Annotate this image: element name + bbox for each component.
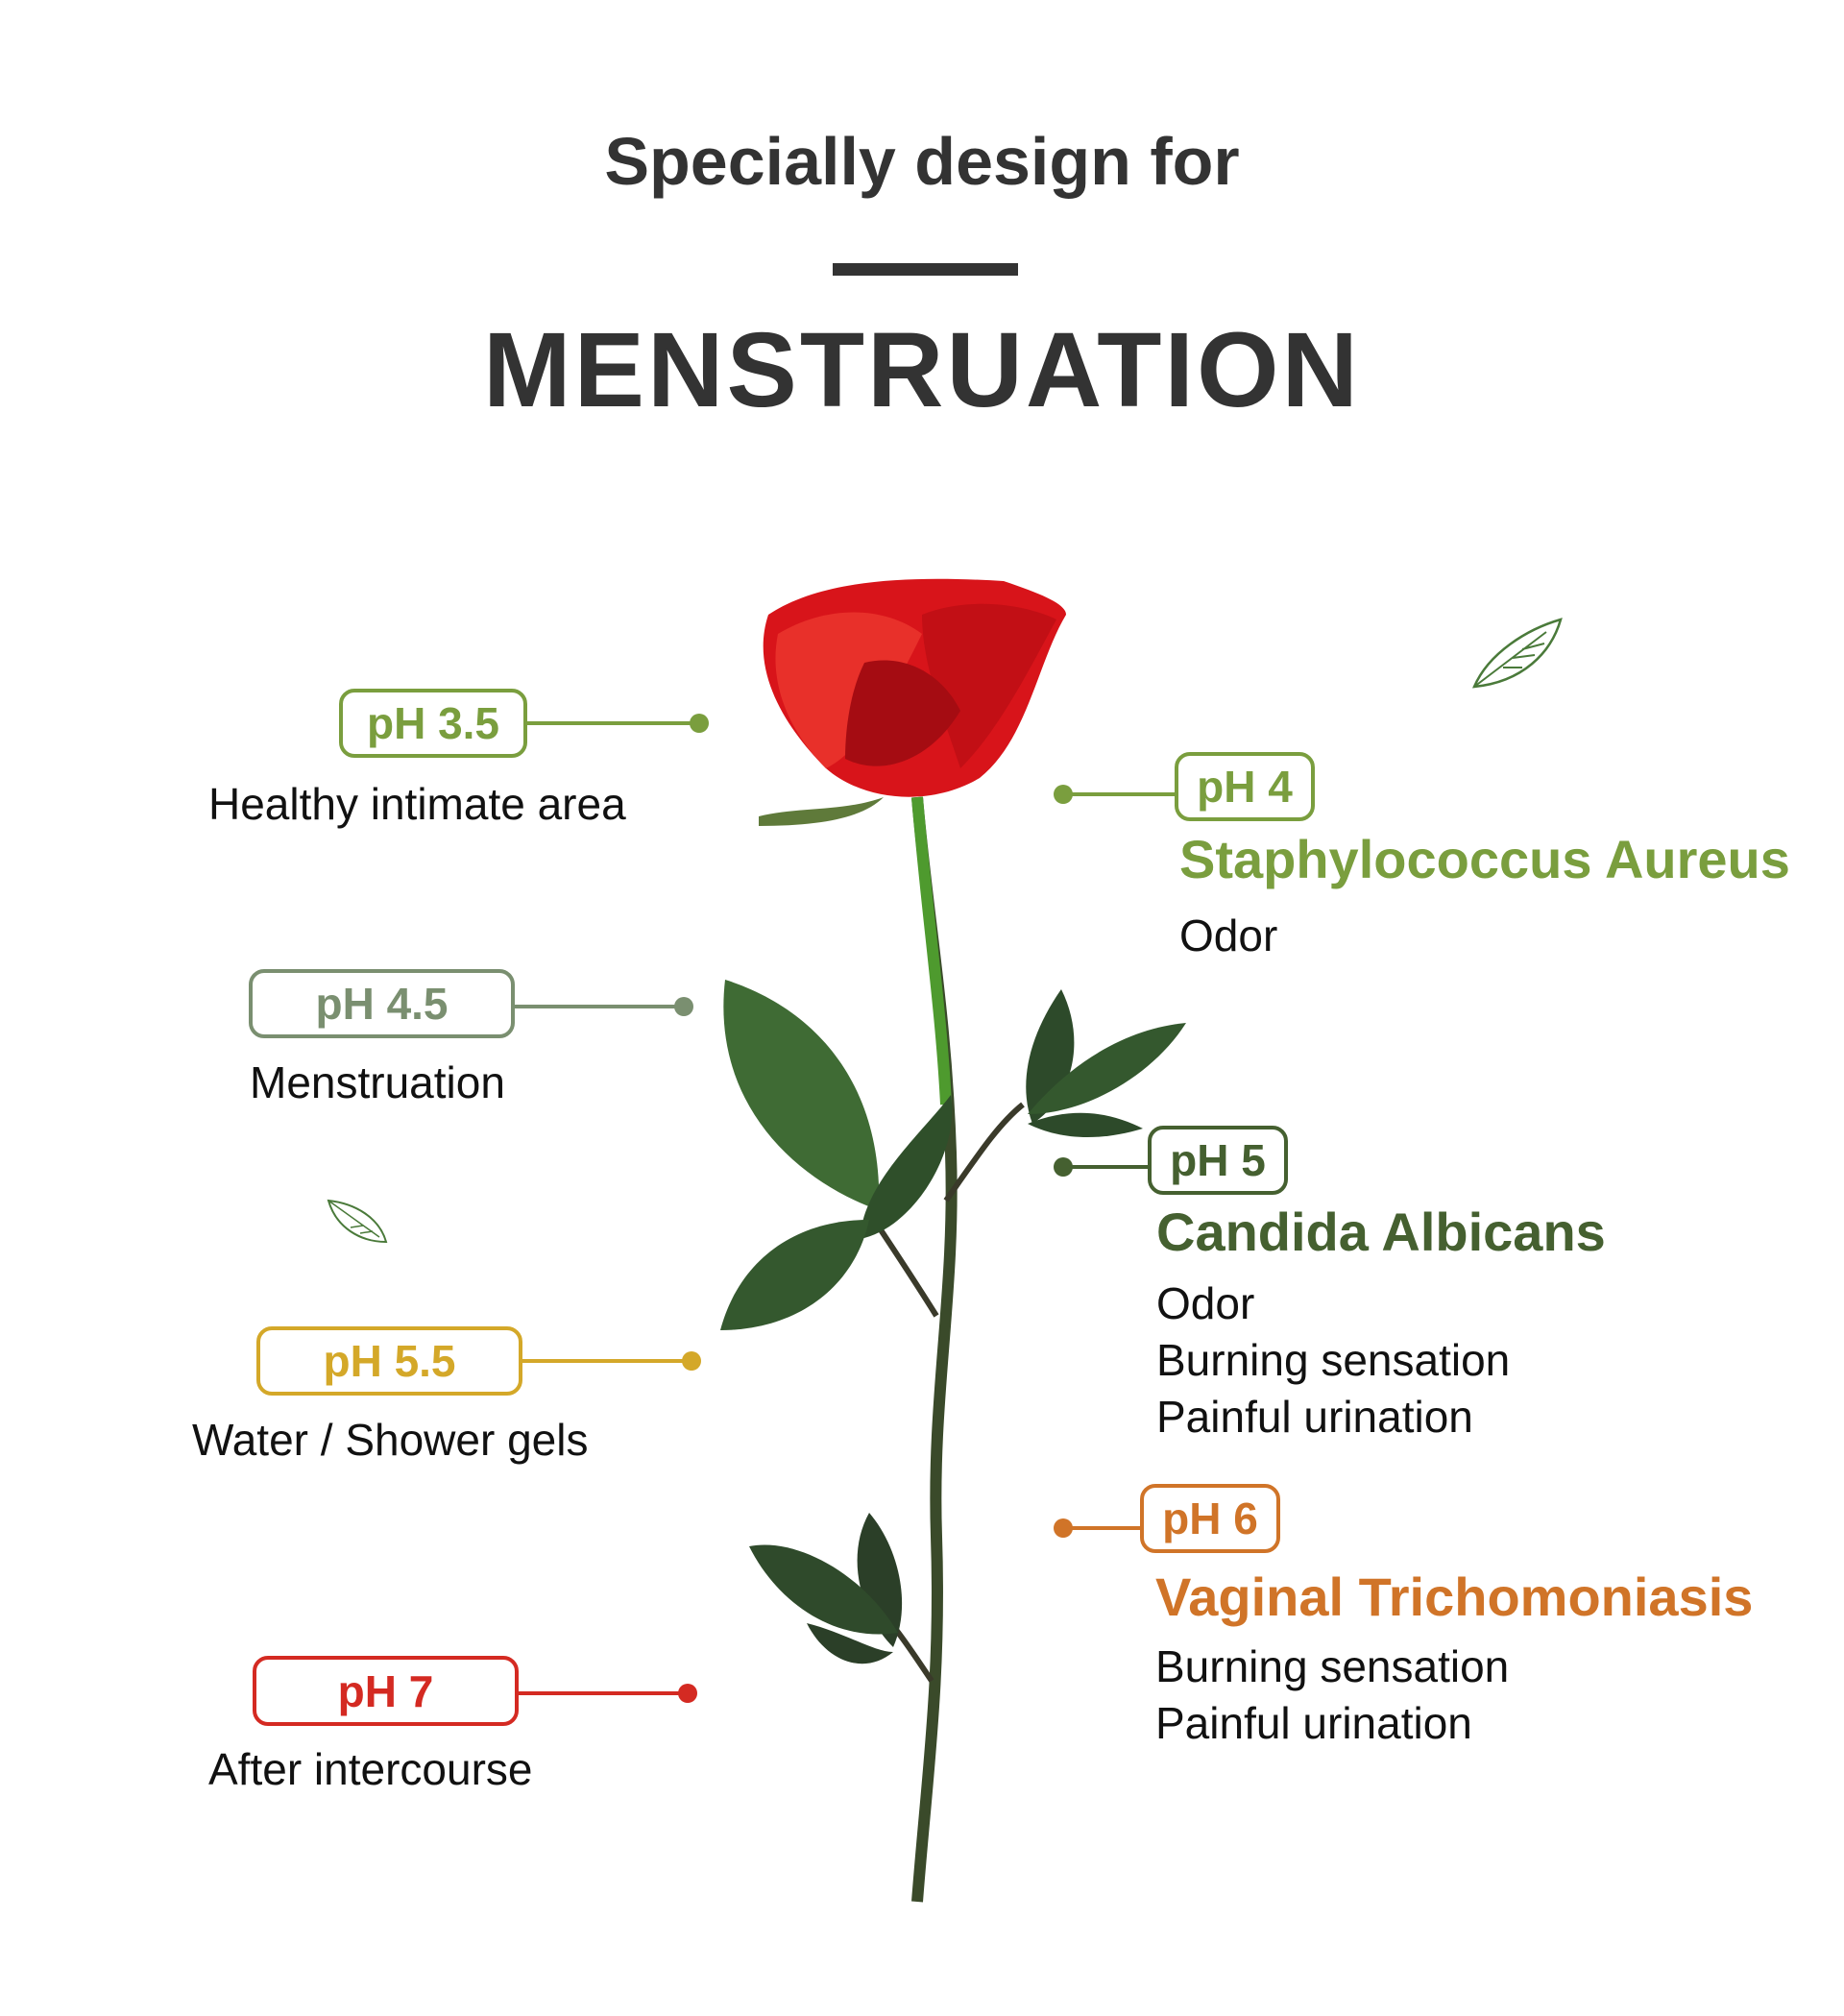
connector-dot: [678, 1684, 697, 1703]
connector-line: [1063, 792, 1175, 796]
connector-dot: [674, 997, 693, 1016]
rose-bloom: [759, 578, 1066, 826]
ph-description: After intercourse: [208, 1744, 533, 1794]
connector-line: [522, 1359, 692, 1363]
ph-badge: pH 4.5: [249, 969, 515, 1038]
connector-line: [1063, 1526, 1140, 1530]
leaf-icon: [327, 1199, 388, 1244]
symptom: Painful urination: [1156, 1392, 1473, 1442]
connector-line: [1063, 1165, 1148, 1169]
symptom: Burning sensation: [1156, 1335, 1511, 1385]
ph-badge: pH 6: [1140, 1484, 1280, 1553]
ph-badge: pH 3.5: [339, 689, 527, 758]
connector-line: [519, 1691, 688, 1695]
ph-description: Water / Shower gels: [192, 1415, 589, 1465]
subtitle: Specially design for: [604, 124, 1240, 199]
ph-description: Menstruation: [250, 1057, 505, 1107]
symptom: Odor: [1156, 1278, 1255, 1328]
symptom: Burning sensation: [1155, 1641, 1510, 1691]
connector-dot: [682, 1351, 701, 1371]
ph-badge: pH 5.5: [256, 1326, 522, 1396]
divider: [833, 263, 1018, 276]
condition-name: Candida Albicans: [1156, 1202, 1606, 1262]
condition-name: Staphylococcus Aureus: [1179, 829, 1790, 889]
ph-description: Healthy intimate area: [208, 779, 626, 829]
page-title: MENSTRUATION: [483, 311, 1361, 429]
ph-badge: pH 7: [253, 1656, 519, 1726]
symptom: Odor: [1179, 911, 1278, 960]
leaf-icon: [1472, 618, 1563, 689]
connector-line: [515, 1005, 684, 1008]
ph-badge: pH 5: [1148, 1126, 1288, 1195]
connector-line: [527, 721, 700, 725]
ph-badge: pH 4: [1175, 752, 1315, 821]
symptom: Painful urination: [1155, 1698, 1472, 1748]
condition-name: Vaginal Trichomoniasis: [1155, 1567, 1754, 1627]
leaf: [720, 980, 1186, 1664]
connector-dot: [690, 714, 709, 733]
